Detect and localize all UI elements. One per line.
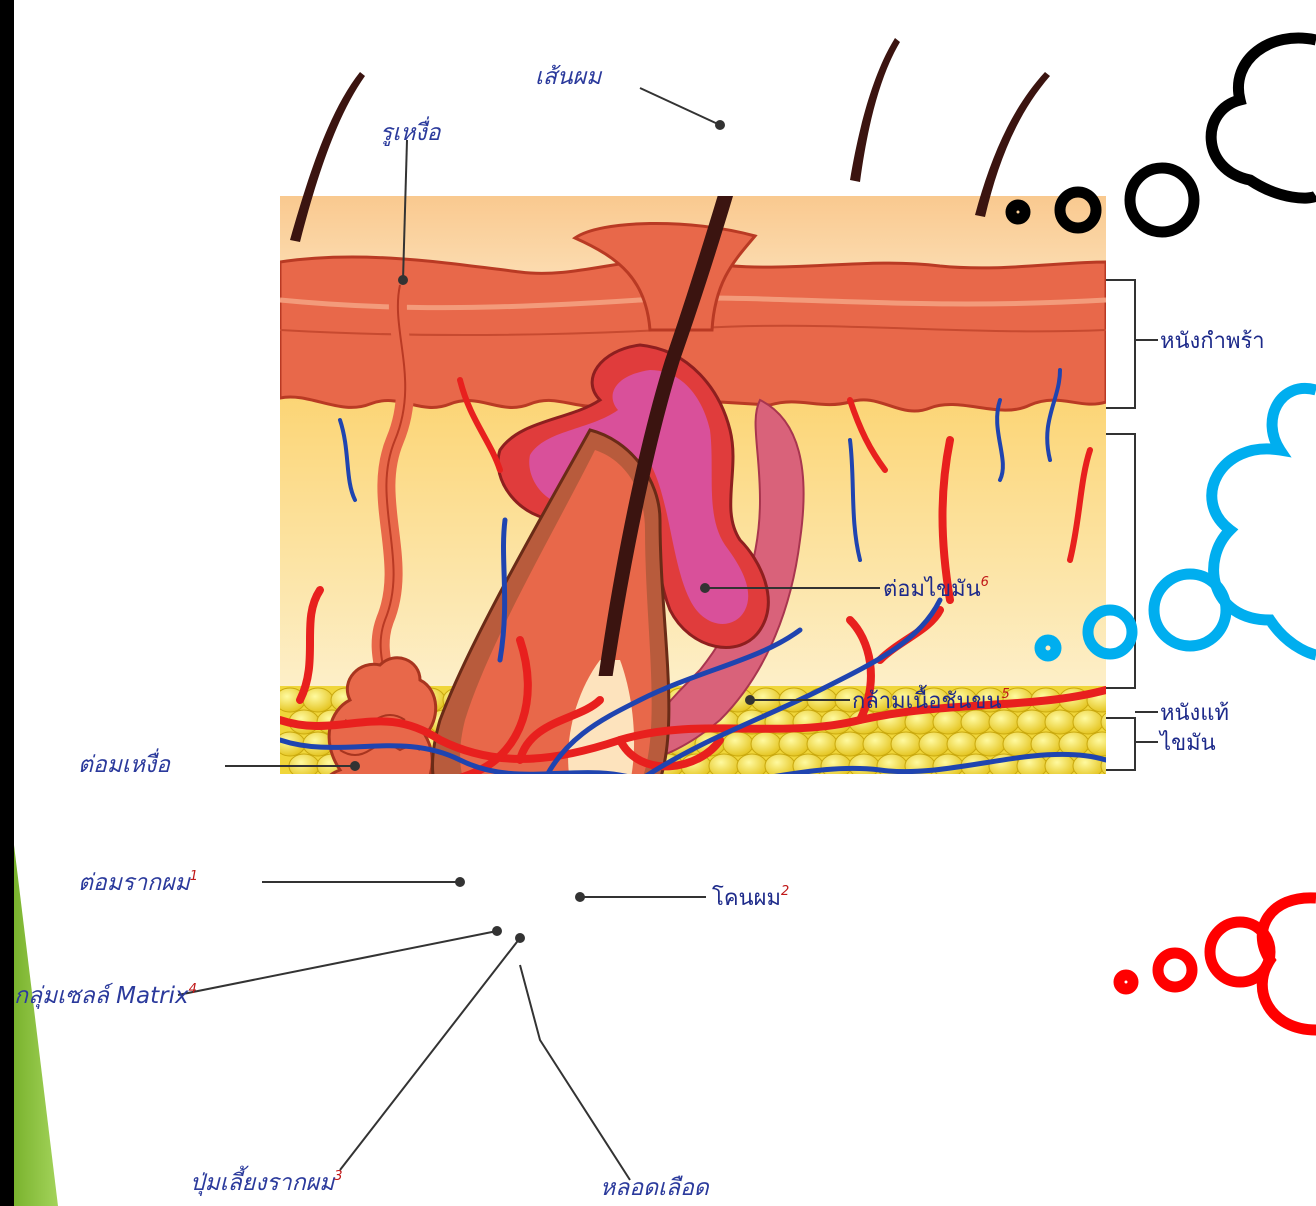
label-hair-cone: โคนผม2 — [712, 884, 789, 911]
fat-cell — [709, 754, 739, 778]
label-matrix-cells: กลุ่มเซลล์ Matrix4 — [14, 982, 197, 1009]
fat-cell — [891, 732, 921, 756]
fat-cell — [877, 754, 907, 778]
label-sweat-pore: รูเหงื่อ — [380, 116, 442, 146]
fat-cell — [1045, 754, 1075, 778]
dermal-papilla — [482, 781, 572, 871]
fat-cell — [751, 732, 781, 756]
fat-cell — [1017, 710, 1047, 734]
label-sweat-gland: ต่อมเหงื่อ — [78, 748, 171, 778]
fat-cell — [975, 732, 1005, 756]
fat-cell — [765, 754, 795, 778]
label-hair-follicle: ต่อมรากผม1 — [78, 869, 198, 896]
fat-cell — [737, 754, 767, 778]
label-hair-shaft: เส้นผม — [535, 64, 603, 90]
label-fat: ไขมัน — [1158, 730, 1216, 756]
fat-cell — [793, 754, 823, 778]
fat-cell — [919, 732, 949, 756]
label-epidermis: หนังกำพร้า — [1160, 329, 1265, 354]
fat-cell — [1003, 732, 1033, 756]
fat-cell — [863, 732, 893, 756]
fat-cell — [1101, 710, 1131, 734]
layer-brackets — [1106, 280, 1158, 770]
fat-cell — [905, 754, 935, 778]
label-arrector-muscle: กล้ามเนื้อชันขน5 — [852, 685, 1010, 714]
fat-cell — [1087, 732, 1117, 756]
fat-cell — [779, 732, 809, 756]
label-dermis: หนังแท้ — [1160, 701, 1229, 726]
fat-cell — [1045, 710, 1075, 734]
label-blood-vessel: หลอดเลือด — [600, 1175, 710, 1201]
fat-cell — [835, 732, 865, 756]
label-sebaceous-gland: ต่อมไขมัน6 — [883, 575, 989, 602]
thought-bubble-black — [1011, 38, 1316, 232]
fat-cell — [807, 732, 837, 756]
fat-cell — [723, 732, 753, 756]
fat-cell — [1073, 710, 1103, 734]
label-papilla: ปุ่มเลี้ยงรากผม3 — [190, 1165, 343, 1196]
thought-bubble-red — [1119, 898, 1316, 1030]
green-wedge — [14, 845, 58, 1206]
left-border-bar — [0, 0, 14, 1206]
fat-cell — [947, 732, 977, 756]
